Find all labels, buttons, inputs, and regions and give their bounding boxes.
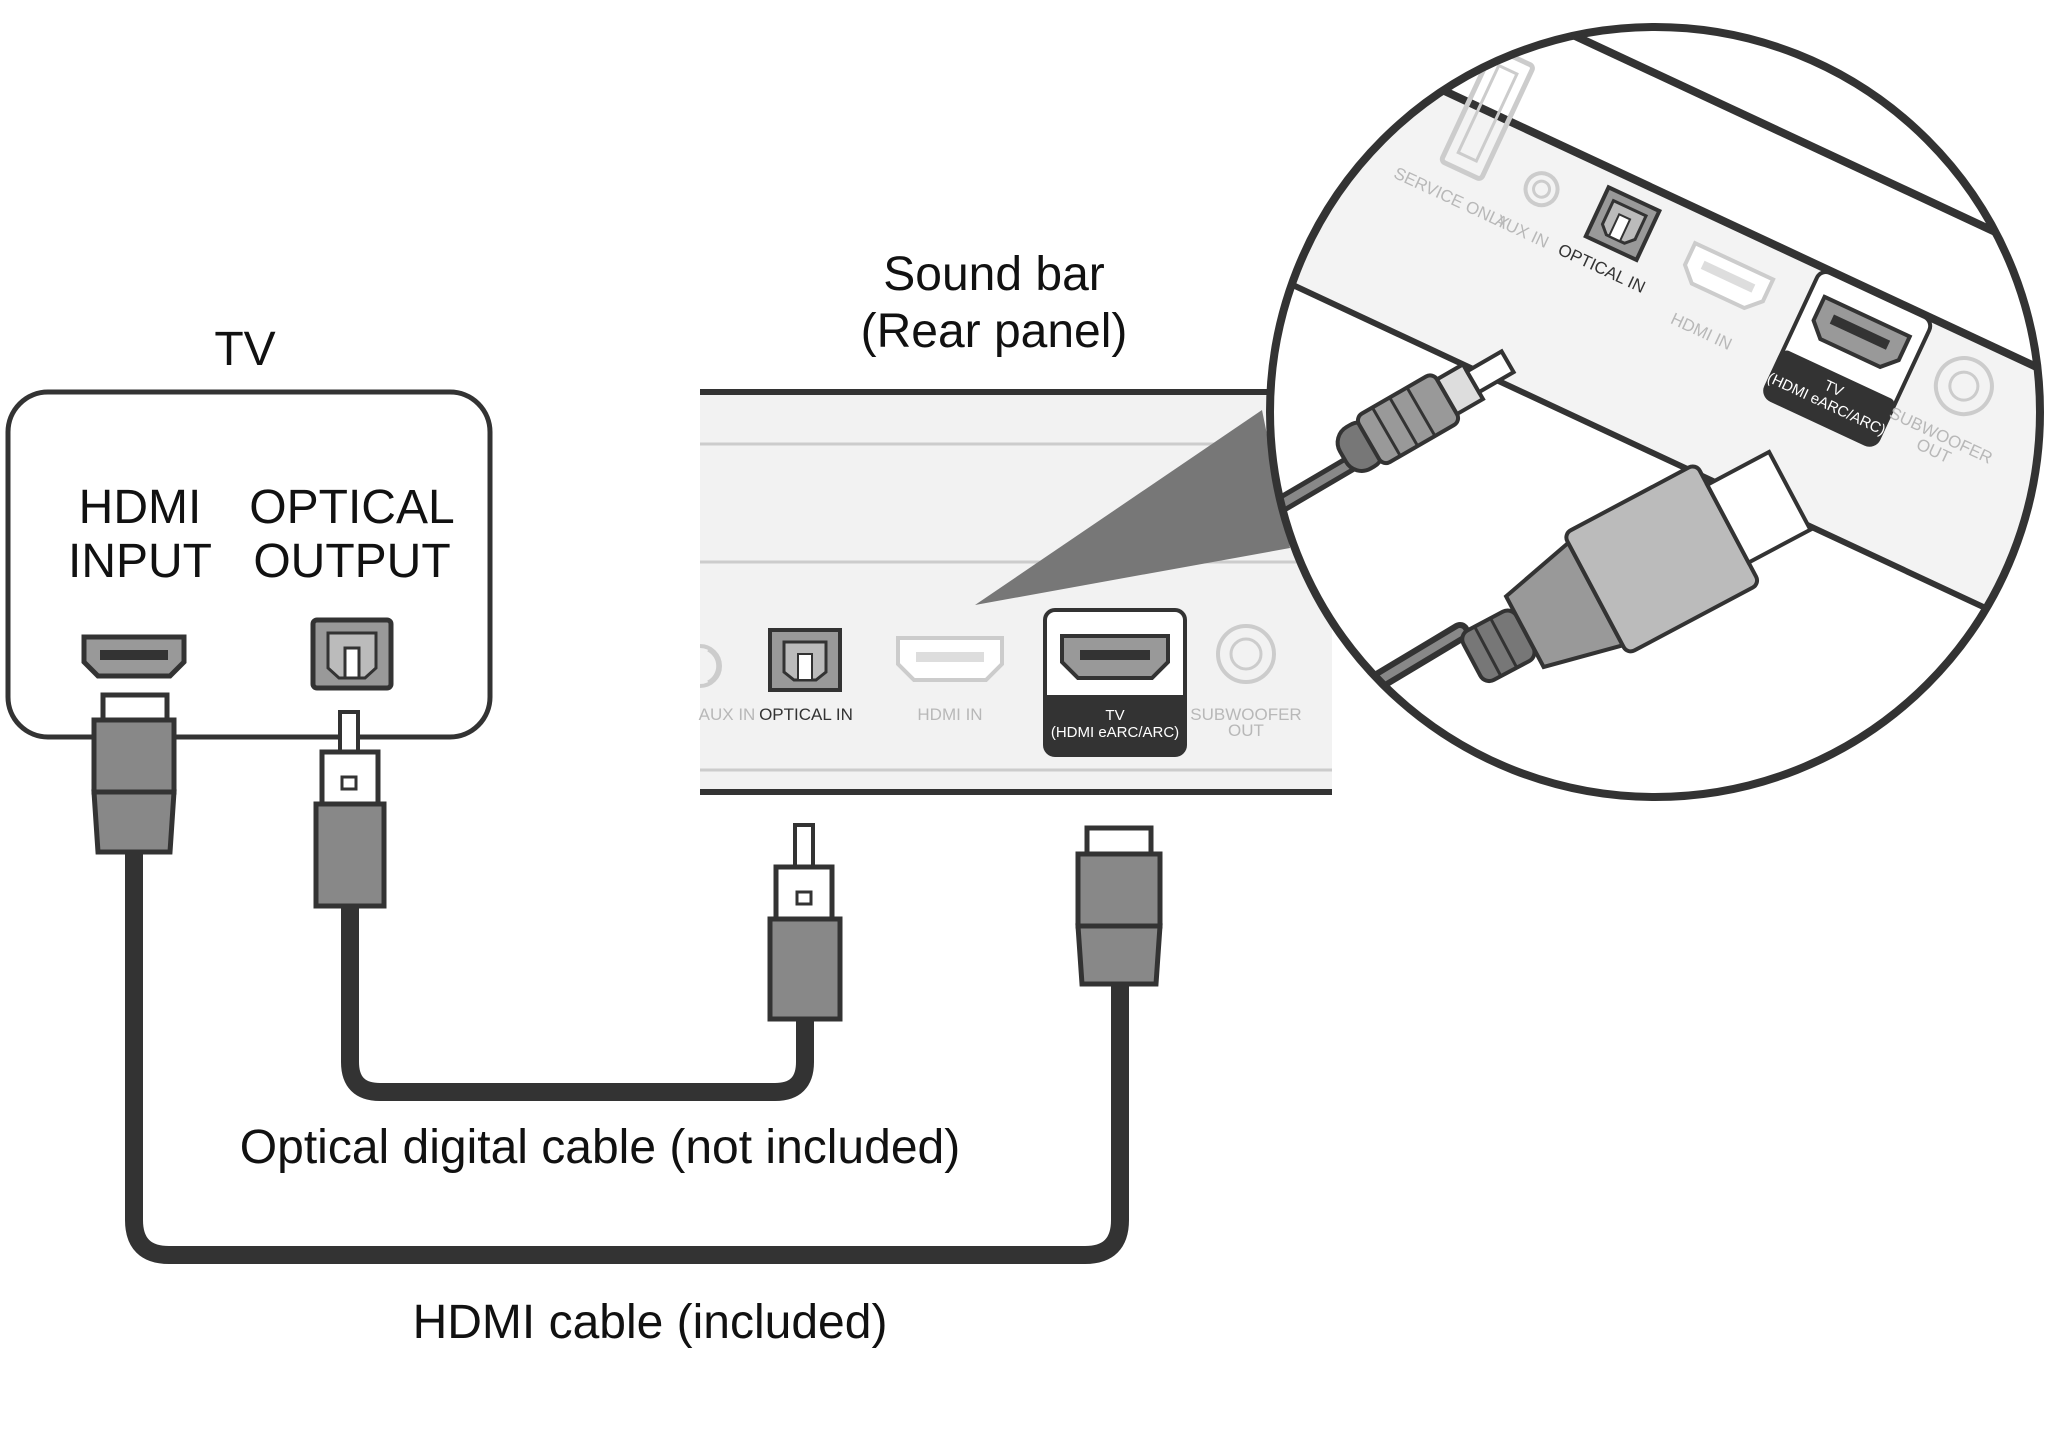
optical-plug-tv-icon <box>313 710 387 909</box>
zoom-optical-plug-icon <box>1271 348 1517 514</box>
tv-optical-label-2: OUTPUT <box>253 535 450 588</box>
hdmi-cable-line <box>125 850 1129 1264</box>
zoom-circle-outline <box>1266 23 2044 801</box>
zoom-hdmi-plug-icon <box>1370 449 1814 690</box>
hdmi-plug-soundbar-icon <box>1075 825 1163 987</box>
zoom-detail: SERVICE ONLY AUX IN OPTICAL IN HDMI IN T… <box>1270 27 2040 690</box>
tv-hdmi-label-1: HDMI <box>79 481 202 534</box>
soundbar-optical-in-port-icon <box>768 628 842 692</box>
tv-hdmi-label-2: INPUT <box>68 535 212 588</box>
zoom-tv-label-1: TV <box>1821 377 1846 401</box>
optical-plug-soundbar-icon <box>767 823 843 1022</box>
soundbar-optical-in-label: OPTICAL IN <box>759 705 853 724</box>
soundbar-aux-in-label: AUX IN <box>699 705 756 724</box>
hdmi-cable-caption: HDMI cable (included) <box>413 1296 888 1349</box>
soundbar-title-1: Sound bar <box>883 248 1105 301</box>
soundbar-hdmi-in-port-icon <box>896 636 1004 682</box>
soundbar-hdmi-in-label: HDMI IN <box>917 705 982 724</box>
soundbar-title-2: (Rear panel) <box>861 305 1128 358</box>
soundbar-tv-label-2: (HDMI eARC/ARC) <box>1051 724 1179 741</box>
soundbar-tv-hdmi-port-icon <box>1043 608 1187 757</box>
tv-hdmi-port-icon <box>81 634 187 679</box>
hdmi-plug-tv-icon <box>91 692 177 855</box>
tv-title: TV <box>214 323 275 376</box>
optical-cable-line <box>341 900 814 1101</box>
soundbar-aux-in-port-icon <box>699 644 722 688</box>
tv-optical-label-1: OPTICAL <box>249 481 454 534</box>
soundbar-subwoofer-out-port-icon <box>1216 624 1276 684</box>
soundbar-tv-label-1: TV <box>1105 707 1124 724</box>
optical-cable-caption: Optical digital cable (not included) <box>240 1121 960 1174</box>
soundbar-sub-label-2: OUT <box>1228 721 1264 740</box>
tv-optical-port-icon <box>310 617 394 691</box>
zoom-wedge <box>975 410 1290 605</box>
soundbar-sub-label-1: SUBWOOFER <box>1190 705 1301 724</box>
